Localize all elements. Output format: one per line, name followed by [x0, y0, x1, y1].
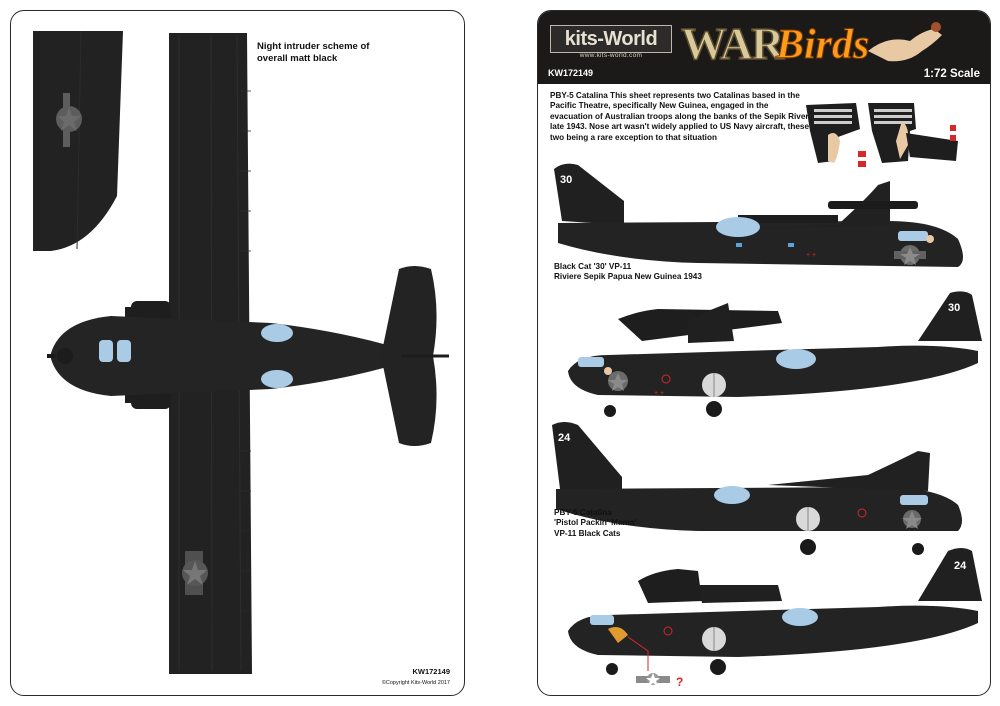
sheet-code-left: KW172149 — [412, 667, 450, 676]
pinup-figure-illustration — [868, 22, 942, 62]
nose-art-detail-2 — [868, 103, 958, 163]
series-war-logo: WAR — [680, 18, 785, 69]
aircraft-2-tail-number: 30 — [948, 302, 960, 314]
svg-text:+ +: + + — [654, 390, 664, 397]
header-banner: kits-World www.kits-world.com KW172149 W… — [538, 11, 990, 84]
scheme-note: Night intruder scheme of overall matt bl… — [257, 41, 370, 64]
small-star-insignia-decal — [636, 673, 670, 686]
side-views-panel: kits-World www.kits-world.com KW172149 W… — [537, 10, 991, 696]
caption-aircraft-30: Black Cat '30' VP-11 Riviere Sepik Papua… — [554, 262, 754, 283]
aircraft-side-view-1: + + 30 — [554, 163, 963, 267]
side-views-artwork: + + 30 + + 30 — [552, 103, 982, 686]
caption-aircraft-24-line-1: PBY-5 Catalina — [554, 508, 612, 517]
sheet-code-right: KW172149 — [548, 68, 594, 78]
waist-blisters — [261, 324, 293, 388]
caption-aircraft-24: PBY-5 Catalina 'Pistol Packin' Mama' VP-… — [554, 508, 704, 539]
plan-view-artwork — [33, 30, 449, 674]
wing-star-insignia — [182, 551, 208, 595]
fuselage — [47, 316, 401, 396]
caption-aircraft-24-line-3: VP-11 Black Cats — [554, 528, 621, 538]
nose-art-detail-1 — [806, 103, 866, 167]
tail-plane — [381, 266, 449, 446]
series-birds-logo: Birds — [775, 22, 870, 68]
scale-label: 1:72 Scale — [923, 68, 980, 80]
caption-aircraft-30-line-2: Riviere Sepik Papua New Guinea 1943 — [554, 272, 702, 282]
cockpit-glazing — [99, 340, 131, 362]
aircraft-side-view-4: 24 — [568, 548, 982, 686]
plan-view-panel: Night intruder scheme of overall matt bl… — [10, 10, 465, 696]
sheet-description: PBY-5 Catalina This sheet represents two… — [550, 91, 811, 142]
brand-url: www.kits-world.com — [579, 52, 643, 59]
aircraft-side-view-3: 24 — [552, 422, 962, 555]
aircraft-4-tail-number: 24 — [954, 560, 967, 572]
query-mark: ? — [676, 675, 684, 689]
aircraft-1-tail-number: 30 — [560, 174, 572, 186]
aircraft-3-tail-number: 24 — [558, 432, 571, 444]
wing-underside-inset — [33, 30, 123, 251]
aircraft-side-view-2: + + 30 — [568, 291, 982, 417]
svg-text:+ +: + + — [806, 252, 816, 259]
brand-logo: kits-World — [550, 25, 672, 53]
copyright-text: ©Copyright Kits-World 2017 — [381, 680, 450, 686]
caption-aircraft-30-line-1: Black Cat '30' VP-11 — [554, 262, 632, 271]
caption-aircraft-24-line-2: 'Pistol Packin' Mama' — [554, 518, 637, 528]
